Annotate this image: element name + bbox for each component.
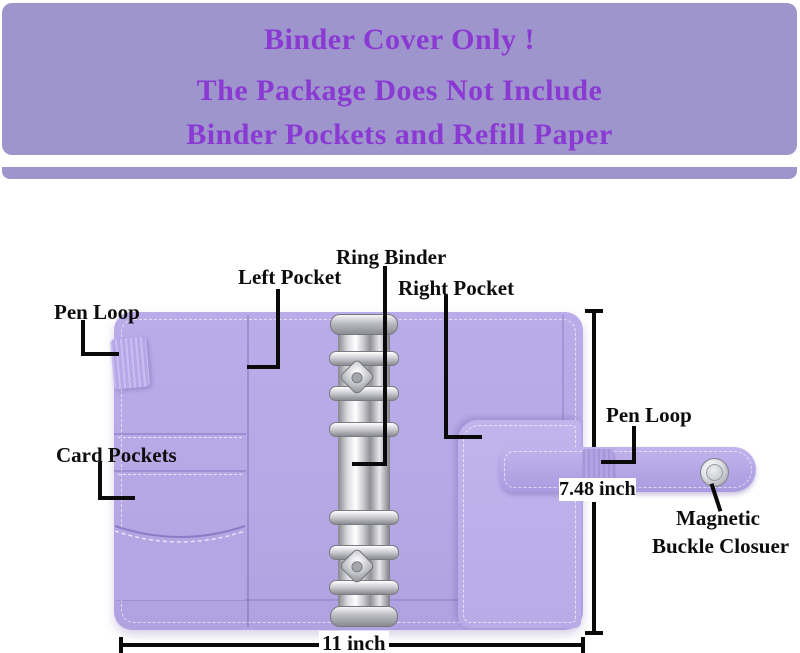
divider-bar (2, 167, 797, 179)
left-pocket-callout-line (276, 289, 280, 369)
binder-ring (329, 580, 399, 595)
height-dimension-line-upper (592, 309, 596, 449)
banner-line-3: Binder Pockets and Refill Paper (186, 118, 613, 151)
height-dimension-cap-bottom (585, 631, 603, 635)
width-dimension-cap-right (581, 637, 585, 653)
height-dimension-line-lower (592, 502, 596, 634)
magnetic-label-line1: Magnetic (676, 506, 760, 530)
pen-loop-right-label: Pen Loop (606, 403, 692, 427)
ring-mechanism-bottom-cap (330, 606, 398, 627)
width-dimension-label: 11 inch (319, 631, 389, 653)
magnetic-button-ring (706, 464, 723, 481)
banner-line-2: The Package Does Not Include (196, 74, 603, 107)
binder-ring (329, 510, 399, 525)
left-pocket-seam (247, 315, 249, 627)
pen-loop-right-callout-line (601, 460, 636, 464)
right-pocket-callout-line (444, 435, 482, 439)
card-slot-stitch (118, 437, 242, 438)
ring-binder-label: Ring Binder (336, 245, 447, 269)
card-pockets-callout-line (98, 462, 102, 500)
card-slot-edge (114, 433, 246, 435)
binder-ring (329, 422, 399, 437)
ring-binder-callout-line (352, 462, 387, 466)
height-dimension-label: 7.48 inch (559, 478, 636, 501)
pen-loop-tab (109, 336, 151, 390)
ring-clasp-rivet (349, 558, 365, 574)
ring-mechanism-top-cap (330, 314, 398, 335)
left-pocket-callout-line (247, 365, 280, 369)
card-pockets-label: Card Pockets (56, 443, 177, 467)
pen-loop-left-label: Pen Loop (54, 300, 140, 324)
banner-line-1: Binder Cover Only ! (264, 23, 535, 56)
pen-loop-right-callout-line (632, 426, 636, 464)
card-slot-stitch (118, 474, 242, 475)
pen-loop-left-callout-line (81, 320, 85, 356)
right-pocket-callout-line (444, 295, 448, 439)
right-pocket-label: Right Pocket (398, 276, 515, 300)
right-pocket-stitching (463, 425, 576, 623)
disclaimer-banner: Binder Cover Only ! The Package Does Not… (2, 3, 797, 155)
pen-loop-left-callout-line (81, 352, 119, 356)
magnetic-button (700, 458, 729, 487)
ring-binder-callout-line (383, 266, 387, 466)
card-pockets-callout-line (98, 496, 135, 500)
card-slot-edge (114, 470, 246, 472)
card-pocket-curved (114, 525, 246, 600)
magnetic-label-line2: Buckle Closuer (652, 534, 790, 558)
binder-ring (329, 351, 399, 366)
ring-clasp-rivet (349, 369, 365, 385)
left-pocket-label: Left Pocket (238, 265, 342, 289)
